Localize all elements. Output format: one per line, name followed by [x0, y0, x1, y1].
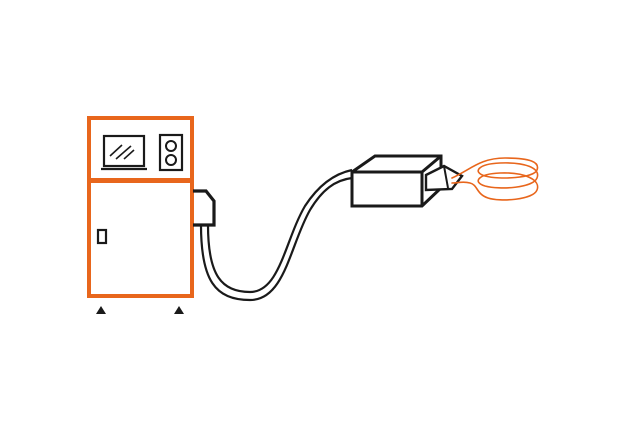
cable-connector-icon: [193, 189, 216, 227]
induction-coil-icon: [451, 157, 539, 201]
coaxial-cable-icon: [199, 168, 353, 302]
display-screen-icon: [101, 134, 147, 171]
dual-knob-icon: [158, 133, 184, 172]
power-cabinet: [87, 116, 194, 314]
foot-right-icon: [174, 306, 184, 314]
cabinet-body: [87, 179, 194, 298]
foot-left-icon: [96, 306, 106, 314]
door-handle-icon: [96, 228, 108, 245]
transformer-box-icon: [350, 154, 464, 208]
